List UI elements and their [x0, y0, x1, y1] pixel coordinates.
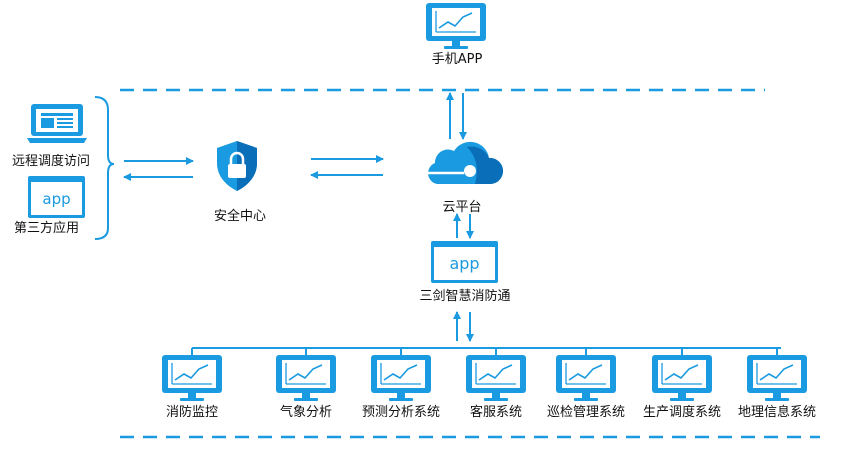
- app-window-icon: app: [431, 241, 498, 283]
- security-label: 安全中心: [213, 209, 267, 224]
- system-label: 巡检管理系统: [546, 405, 626, 420]
- top-label: 手机APP: [431, 52, 483, 67]
- system-monitor-icon: [555, 354, 617, 402]
- system-label: 生产调度系统: [642, 405, 722, 420]
- system-monitor-icon: [275, 354, 337, 402]
- system-monitor-icon: [161, 354, 223, 402]
- laptop-icon: [27, 104, 87, 143]
- third-label: 第三方应用: [14, 221, 80, 236]
- system-monitor-icon: [370, 354, 432, 402]
- third-app-icon: app: [28, 176, 85, 218]
- system-label: 地理信息系统: [737, 405, 817, 420]
- remote-label: 远程调度访问: [12, 154, 91, 169]
- system-label: 气象分析: [279, 405, 333, 420]
- system-label: 预测分析系统: [361, 405, 441, 420]
- third-app-icon-text: app: [42, 190, 70, 208]
- system-monitor-icon: [746, 354, 808, 402]
- app-window-icon-text: app: [449, 254, 479, 273]
- left-bracket: [94, 96, 115, 240]
- system-label: 客服系统: [469, 405, 523, 420]
- app-label: 三剑智慧消防通: [419, 289, 511, 304]
- cloud-icon: [427, 141, 504, 184]
- top-monitor-icon: [425, 2, 487, 50]
- system-monitor-icon: [465, 354, 527, 402]
- system-monitor-icon: [651, 354, 713, 402]
- system-label: 消防监控: [165, 405, 219, 420]
- shield-lock-icon: [217, 141, 257, 191]
- cloud-label: 云平台: [442, 200, 482, 215]
